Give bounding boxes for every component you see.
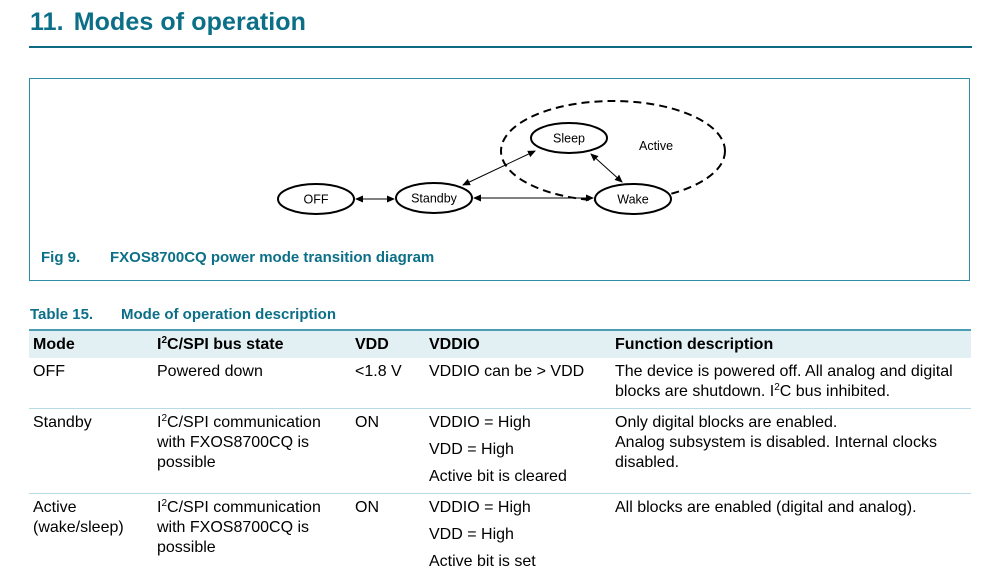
node-sleep: Sleep [531, 123, 607, 153]
vddio-line: VDDIO can be > VDD [429, 363, 584, 380]
table-caption: Table 15.Mode of operation description [30, 306, 336, 323]
node-sleep-label: Sleep [553, 132, 585, 146]
section-title: 11. Modes of operation [30, 8, 306, 37]
node-standby: Standby [396, 183, 472, 213]
vddio-line: VDDIO = High [429, 498, 607, 518]
cell-vdd: ON [351, 494, 425, 578]
cell-bus-state: Powered down [153, 358, 351, 409]
figure-label: Fig 9. [41, 249, 110, 266]
vddio-line: Active bit is cleared [429, 467, 607, 487]
cell-vddio: VDDIO = High VDD = High Active bit is cl… [425, 409, 611, 494]
table-label: Table 15. [30, 306, 121, 323]
table-row: Active (wake/sleep) I2C/SPI communicatio… [29, 494, 971, 578]
header-bus-state: I2C/SPI bus state [153, 330, 351, 358]
node-standby-label: Standby [411, 192, 458, 206]
header-bus-suffix: C/SPI bus state [167, 336, 283, 353]
vddio-line: Active bit is set [429, 552, 607, 572]
table-row: Standby I2C/SPI communication with FXOS8… [29, 409, 971, 494]
cell-vdd: <1.8 V [351, 358, 425, 409]
cell-bus-state: I2C/SPI communication with FXOS8700CQ is… [153, 409, 351, 494]
node-wake-label: Wake [617, 193, 649, 207]
cell-mode: OFF [29, 358, 153, 409]
cell-function: Only digital blocks are enabled. Analog … [611, 409, 971, 494]
table-row: OFF Powered down <1.8 V VDDIO can be > V… [29, 358, 971, 409]
cell-vddio: VDDIO can be > VDD [425, 358, 611, 409]
header-vdd: VDD [351, 330, 425, 358]
cell-mode: Standby [29, 409, 153, 494]
section-title-text: Modes of operation [74, 8, 306, 36]
cell-vdd: ON [351, 409, 425, 494]
header-function: Function description [611, 330, 971, 358]
vddio-line: VDD = High [429, 440, 607, 460]
function-text: All blocks are enabled (digital and anal… [615, 498, 967, 518]
transition-sleep-wake [591, 154, 622, 182]
function-text: Only digital blocks are enabled. [615, 413, 967, 433]
cell-vddio: VDDIO = High VDD = High Active bit is se… [425, 494, 611, 578]
node-off-label: OFF [304, 193, 329, 207]
node-off: OFF [278, 184, 354, 214]
figure-box: Active OFF Standby Sleep Wake Fig 9.FXOS… [29, 78, 970, 281]
cell-function: All blocks are enabled (digital and anal… [611, 494, 971, 578]
vddio-line: VDDIO = High [429, 413, 607, 433]
table-header-row: Mode I2C/SPI bus state VDD VDDIO Functio… [29, 330, 971, 358]
function-text: C bus inhibited. [780, 383, 890, 400]
cell-bus-state: I2C/SPI communication with FXOS8700CQ is… [153, 494, 351, 578]
cell-function: The device is powered off. All analog an… [611, 358, 971, 409]
node-wake: Wake [595, 184, 671, 214]
section-number: 11. [30, 8, 64, 36]
header-vddio: VDDIO [425, 330, 611, 358]
vddio-line: VDD = High [429, 525, 607, 545]
bus-suffix: C/SPI communication with FXOS8700CQ is p… [157, 414, 321, 471]
function-text: Analog subsystem is disabled. Internal c… [615, 433, 967, 473]
active-group-label: Active [639, 139, 673, 153]
transition-standby-sleep [463, 151, 535, 185]
title-rule [29, 46, 972, 48]
figure-caption: Fig 9.FXOS8700CQ power mode transition d… [41, 249, 434, 266]
bus-suffix: C/SPI communication with FXOS8700CQ is p… [157, 499, 321, 556]
header-mode: Mode [29, 330, 153, 358]
cell-mode: Active (wake/sleep) [29, 494, 153, 578]
figure-caption-text: FXOS8700CQ power mode transition diagram [110, 249, 434, 266]
modes-table: Mode I2C/SPI bus state VDD VDDIO Functio… [29, 329, 971, 578]
table-caption-text: Mode of operation description [121, 306, 336, 323]
